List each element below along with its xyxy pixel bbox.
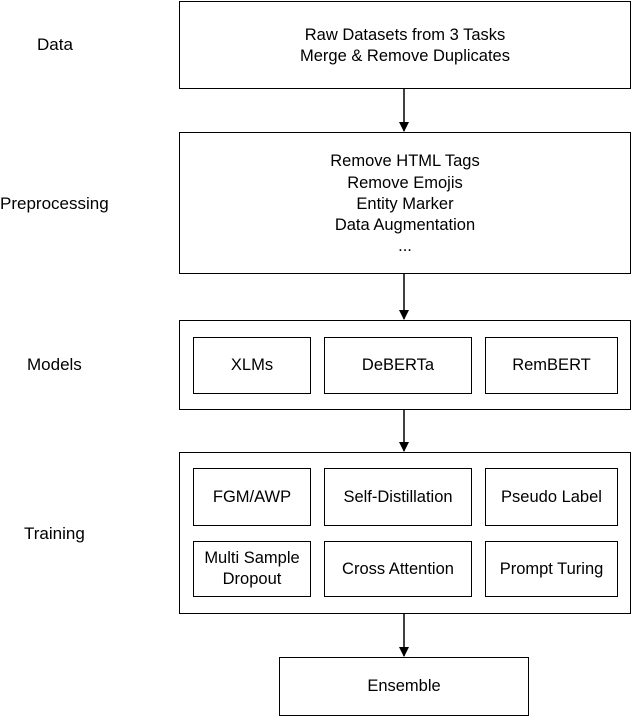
data-box-line-1: Raw Datasets from 3 Tasks [304,26,506,44]
stage-label-training: Training [24,524,85,543]
ensemble-box: Ensemble [279,657,529,716]
model-rembert: RemBERT [485,337,618,394]
training-fgm-awp: FGM/AWP [193,468,311,526]
stage-label-data: Data [37,35,73,54]
training-pseudo-label-label: Pseudo Label [501,487,602,506]
stage-label-preprocessing: Preprocessing [0,194,109,213]
training-self-distillation: Self-Distillation [324,468,472,526]
model-xlms-label: XLMs [230,356,274,374]
training-cross-attention: Cross Attention [324,541,472,597]
preprocessing-box: Remove HTML Tags Remove Emojis Entity Ma… [179,132,631,274]
model-xlms: XLMs [193,337,311,394]
training-multi-sample-dropout: Multi Sample Dropout [193,541,311,597]
model-deberta: DeBERTa [324,337,472,394]
preprocessing-step: Remove HTML Tags [330,152,480,170]
model-rembert-label: RemBERT [512,356,591,374]
data-box-line-2: Merge & Remove Duplicates [299,47,510,65]
training-pseudo-label: Pseudo Label [485,468,618,526]
model-deberta-label: DeBERTa [361,356,435,374]
ensemble-label: Ensemble [367,677,441,695]
preprocessing-step: Entity Marker [356,195,454,213]
training-cross-attention-label: Cross Attention [342,559,454,578]
training-prompt-turing-label: Prompt Turing [499,559,604,578]
training-multi-sample-dropout-line-1: Multi Sample [204,549,300,567]
training-self-distillation-label: Self-Distillation [343,487,453,506]
preprocessing-step: Remove Emojis [347,174,463,192]
preprocessing-step: Data Augmentation [334,216,476,234]
stage-label-models: Models [27,355,82,374]
preprocessing-ellipsis: ... [398,237,412,255]
training-multi-sample-dropout-line-2: Dropout [222,570,282,588]
training-prompt-turing: Prompt Turing [485,541,618,597]
training-box: FGM/AWP Self-Distillation Pseudo Label M… [179,452,631,614]
training-fgm-awp-label: FGM/AWP [212,487,292,506]
data-box: Raw Datasets from 3 Tasks Merge & Remove… [179,1,631,89]
models-box: XLMs DeBERTa RemBERT [179,320,631,410]
